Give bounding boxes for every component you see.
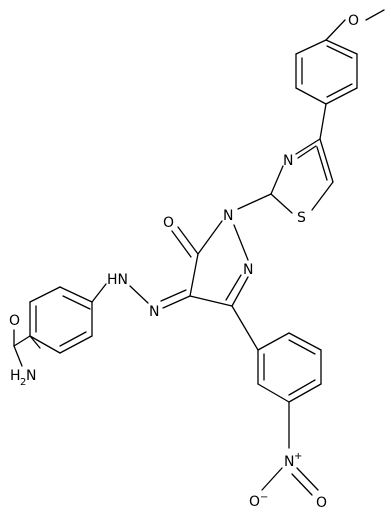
bond-o-ring — [325, 19, 346, 41]
bond-ph3-3 — [288, 383, 322, 403]
atom-nitro-o2: O — [316, 495, 327, 511]
bond-ph2-5d — [59, 331, 87, 347]
bond-n2-c3d — [225, 274, 242, 301]
bond-ph1-thiazole — [319, 103, 327, 140]
bond-ph2-1d — [62, 295, 91, 310]
bond-ph3-6 — [257, 332, 290, 351]
bond-n1-n2 — [233, 224, 249, 261]
bond-amide-c-from-ring — [13, 335, 31, 347]
bond-ph1-6d — [326, 45, 353, 59]
bond-ph3-2 — [257, 383, 290, 403]
atom-nitro-o1-minus: − — [260, 492, 268, 503]
bond-n-o2d — [291, 473, 313, 496]
atom-carbonyl-o: O — [163, 215, 174, 231]
bond-amide-c-to-n — [13, 345, 23, 367]
bond-c4-n3 — [295, 138, 321, 155]
bond-c5-od — [171, 230, 192, 258]
bond-ph1-4 — [325, 87, 358, 105]
bond-ring-camide-stub — [29, 335, 41, 349]
atom-amide-h-sub: 2 — [20, 377, 26, 388]
atom-nitro-n-plus: + — [294, 451, 302, 462]
bond-c5-o — [177, 226, 199, 255]
atom-hydrazone-n: N — [149, 304, 159, 320]
atom-nitro-o1: O — [249, 494, 260, 510]
bond-s-c5 — [311, 181, 334, 211]
bond-thiazole-n1 — [237, 193, 272, 210]
bond-ph2-1 — [59, 286, 93, 303]
bond-c5-c4d — [316, 146, 328, 181]
bond-c4-n3d — [297, 145, 317, 159]
atom-methoxy-o: O — [348, 13, 359, 29]
atom-amide-o: O — [9, 313, 20, 329]
bond-ph3-5d — [288, 339, 316, 355]
bond-ph2-4 — [29, 335, 61, 354]
bond-ph1-6 — [325, 39, 358, 55]
atom-pyrazole-n1: N — [223, 208, 233, 224]
bond-n3-c2 — [270, 165, 284, 195]
bond-ph2-5 — [59, 335, 93, 354]
atom-thiazole-n: N — [283, 153, 293, 169]
atom-hydrazone-nh: HN — [107, 272, 128, 288]
bond-c3-c4 — [189, 295, 233, 307]
bond-nh-ring — [91, 283, 107, 303]
bond-layer — [29, 9, 385, 496]
atom-amide-nh2: H 2 N — [10, 368, 36, 388]
bond-c4-c5 — [189, 253, 199, 297]
atom-amide-h: H — [10, 368, 21, 384]
bond-ph1-3 — [295, 87, 327, 105]
bond-methyl-o — [365, 9, 385, 21]
bond-c4-nd — [160, 289, 187, 302]
bond-n2-c3 — [231, 276, 249, 307]
atom-nitro-n: N — [284, 454, 294, 470]
atom-label-layer: O N S N N O HN N O H 2 N N + O − O — [9, 13, 359, 511]
bond-ph2-2 — [29, 286, 61, 303]
bond-ph1-4d — [326, 83, 353, 98]
bond-n-nh — [129, 285, 149, 304]
bond-n1-c5 — [197, 220, 223, 255]
bond-c2-s — [270, 193, 293, 214]
bond-n-o2 — [296, 467, 319, 491]
bond-c3-ph3 — [231, 305, 259, 351]
bond-n-o1 — [261, 467, 283, 491]
bond-c5-c4 — [319, 138, 334, 183]
atom-pyrazole-n2: N — [243, 262, 253, 278]
bond-c4-n — [162, 295, 191, 309]
atom-amide-n: N — [26, 368, 36, 384]
bond-ph3-5 — [288, 332, 322, 351]
bond-ph1-1 — [295, 39, 327, 55]
bond-ph3-3d — [288, 379, 316, 396]
amide-group-bonds — [13, 329, 31, 367]
atom-thiazole-s: S — [297, 210, 306, 226]
